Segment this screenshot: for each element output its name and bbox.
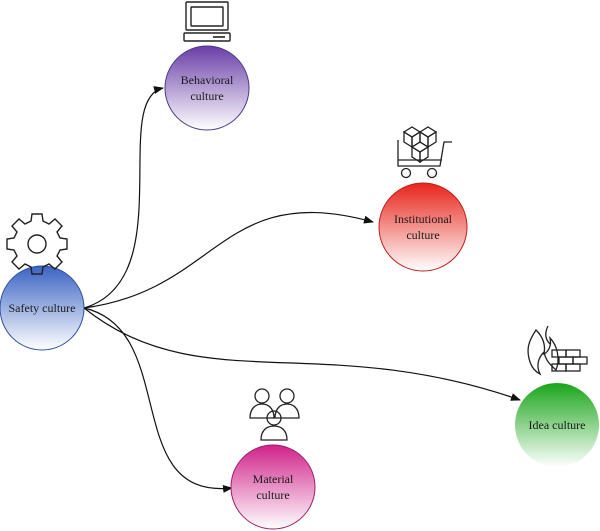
edge-safety-to-idea <box>83 307 521 401</box>
computer-icon <box>183 1 231 42</box>
people-group-icon <box>249 388 300 441</box>
node-institutional <box>378 182 468 272</box>
fire-brick-icon <box>527 325 588 376</box>
edge-safety-to-material <box>83 307 233 493</box>
node-behavioral <box>164 45 250 131</box>
node-material <box>230 444 316 530</box>
gear-icon <box>6 213 68 275</box>
edge-safety-to-behavioral <box>83 86 164 309</box>
edge-safety-to-institutional <box>83 211 374 309</box>
node-idea <box>515 383 599 467</box>
node-safety <box>0 265 85 351</box>
shopping-cart-icon <box>397 126 452 179</box>
